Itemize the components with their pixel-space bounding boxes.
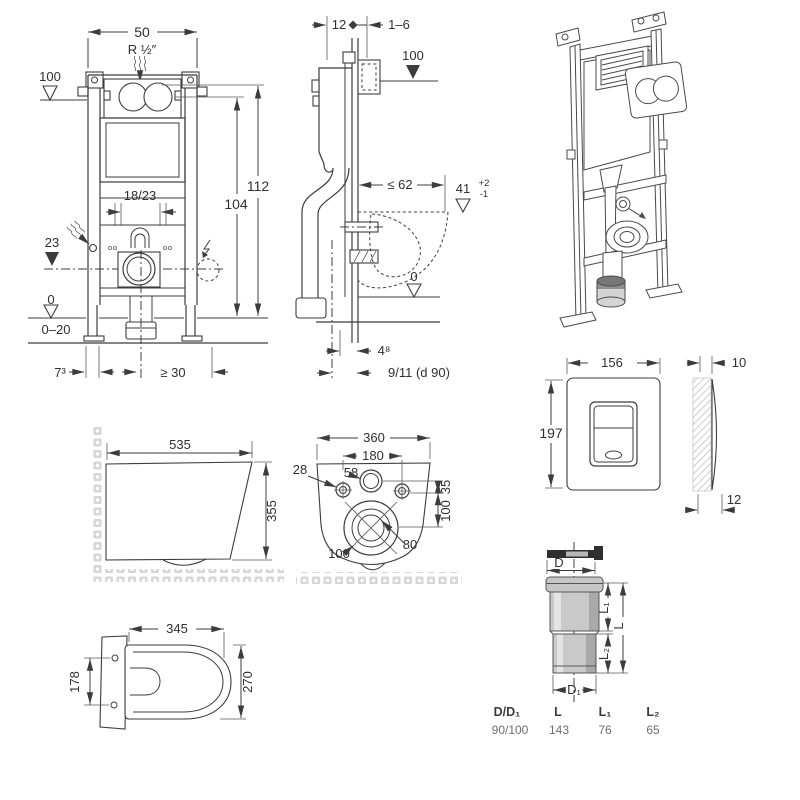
water-connection-icon: [66, 220, 85, 239]
drain-socket-3d: [605, 220, 649, 254]
inlet-opening: [359, 469, 383, 493]
wall-line: [351, 38, 359, 343]
connection-bend-view: D L₁ L₂ L D₁: [545, 542, 628, 702]
side-floor-mark: [406, 283, 422, 299]
dim-plate-height: 197: [539, 425, 563, 441]
dim-pan-bolt-spacing: 180: [362, 448, 384, 463]
pan-side-outline: [105, 461, 253, 561]
seat-outline: [124, 644, 232, 720]
dim-inlet-diameter: 58: [344, 465, 358, 480]
protection-box: [357, 59, 381, 95]
dim-bolt-spacing: 18/23: [124, 188, 157, 203]
left-foot-3d: [559, 311, 597, 328]
dim-plate-range: 1–6: [388, 17, 410, 32]
table-header-l2: L₂: [646, 705, 659, 719]
bend-socket: [545, 576, 604, 593]
pan-silhouette-dashed: [357, 211, 449, 289]
dim-seat-depth: 345: [166, 621, 188, 636]
flush-plate-3d: [624, 61, 688, 119]
waste-collar-3d: [596, 275, 626, 308]
table-value-l2: 65: [646, 723, 660, 737]
level-mark-filled: [45, 252, 59, 266]
dim-drain-offset: 9/11 (d 90): [388, 365, 450, 380]
frame-isometric-view: [555, 11, 688, 328]
pan-rear-view: 360 180 28 58 100 80 35 100: [293, 430, 462, 584]
drain-opening: [343, 500, 399, 556]
table-header-dd1: D/D₁: [494, 705, 521, 719]
level-mark-open: [42, 85, 58, 102]
dim-rim-tol-plus: +2: [479, 178, 490, 189]
side-level-mark: [406, 65, 420, 79]
table-value-l1: 76: [598, 723, 612, 737]
dim-level-100: 100: [39, 69, 61, 84]
dim-seat-width: 270: [240, 671, 255, 693]
label-inlet-thread: R ½″: [128, 42, 157, 57]
dim-drain-inner: 80: [403, 537, 417, 552]
dim-side-clearance: ≥ 30: [160, 365, 185, 380]
dim-inlet-drop: 35: [438, 480, 453, 494]
dim-pan-side-depth: 535: [169, 437, 191, 452]
dim-frame-width: 50: [134, 24, 150, 40]
bend-dimension-table: D/D₁ L L₁ L₂ 90/100 143 76 65: [492, 705, 660, 737]
electrical-connection-icon: [196, 239, 220, 282]
bend-upper-body: [549, 591, 600, 632]
dim-bend-l1: L₁: [596, 602, 611, 614]
dim-bend-l: L: [611, 622, 626, 629]
dim-wall-offset: 4⁸: [378, 343, 391, 358]
flush-plate-front: [566, 377, 661, 491]
dim-plate-thickness-bottom: 12: [727, 492, 741, 507]
actuator-button-right: [143, 82, 173, 112]
right-foot-3d: [645, 283, 683, 299]
flush-plate-views: 156 197 10 12: [539, 355, 746, 514]
frame-side-view: 12 1–6 100 ≤: [295, 16, 490, 380]
dim-side-floor-level: 0: [410, 269, 417, 284]
dim-drain-drop: 100: [438, 500, 453, 522]
dim-plate-thickness-top: 10: [732, 355, 746, 370]
dim-rim-height: 41: [456, 181, 470, 196]
elbow-cover: [295, 297, 327, 319]
rim-level-mark: [455, 198, 471, 214]
dim-rim-tol-minus: -1: [480, 189, 488, 200]
dim-pan-side-height: 355: [264, 500, 279, 522]
flush-plate-side: [711, 378, 718, 491]
dim-drain-height: 23: [45, 235, 59, 250]
dim-foot-width: 7³: [54, 365, 66, 380]
floor-tile-strip: [92, 569, 284, 582]
floor-level-mark: [43, 304, 59, 320]
table-header-l1: L₁: [599, 705, 612, 719]
floor-tile-strip-2: [296, 572, 462, 584]
dim-frame-depth: 12: [332, 17, 346, 32]
cistern-outline: [99, 117, 186, 183]
dim-diamond-mark: [348, 20, 358, 30]
pan-fixing-bracket: [130, 227, 150, 248]
table-value-l: 143: [549, 723, 569, 737]
dim-floor-buildup: 0–20: [42, 322, 71, 337]
dim-actuator-height: 104: [224, 196, 248, 212]
water-inlet-icon: [133, 55, 147, 83]
dim-pan-depth: ≤ 62: [387, 177, 412, 192]
dim-bend-l2: L₂: [596, 648, 611, 660]
pan-side-view: 535 355: [92, 424, 284, 582]
bend-lower-body: [552, 633, 597, 674]
dim-hole-offset: 28: [293, 462, 307, 477]
table-value-dd1: 90/100: [492, 723, 529, 737]
cistern-profile: [318, 67, 352, 173]
dim-plate-width: 156: [601, 355, 623, 370]
seat-top-view: 345 270 178: [67, 621, 255, 730]
wall-hatch: [692, 377, 712, 492]
wall-tile-strip: [92, 424, 104, 582]
actuator-button-left: [118, 82, 148, 112]
dim-drain-outer: 100: [328, 546, 350, 561]
dim-side-level-100: 100: [402, 48, 424, 63]
dim-hinge-spacing: 178: [67, 671, 82, 693]
frame-front-view: 50 R ½″ 100 18/23: [28, 24, 269, 380]
table-header-l: L: [554, 705, 562, 719]
seat-mounting-plate: [99, 635, 128, 730]
dim-total-height: 112: [247, 178, 270, 194]
dim-pan-width: 360: [363, 430, 385, 445]
dim-bend-d1: D₁: [567, 682, 581, 697]
dim-bend-d: D: [554, 555, 563, 570]
dim-floor-level: 0: [47, 292, 54, 307]
